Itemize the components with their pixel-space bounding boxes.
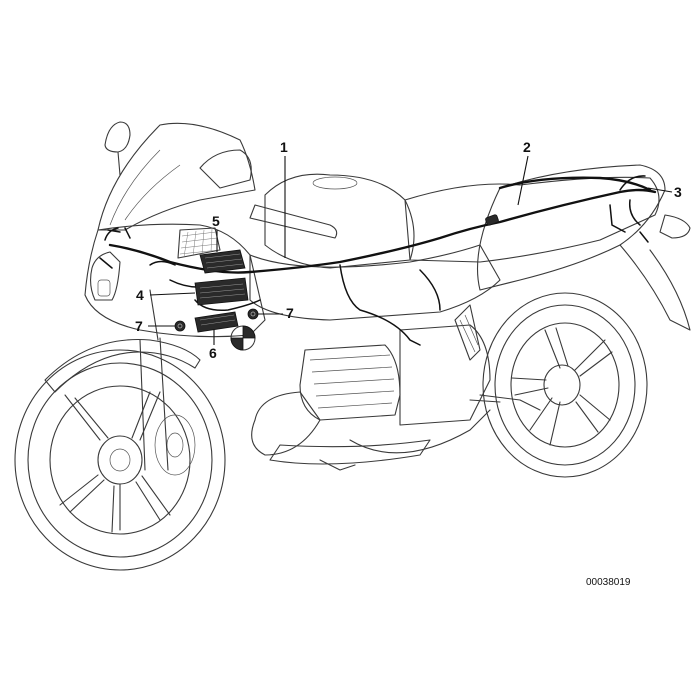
callout-7-right: 7 bbox=[258, 305, 294, 321]
callout-6: 6 bbox=[209, 330, 217, 361]
wiring-harness bbox=[99, 175, 657, 346]
engine bbox=[251, 304, 541, 465]
svg-text:5: 5 bbox=[212, 213, 220, 229]
reference-number: 00038019 bbox=[586, 577, 631, 588]
rear-wheel bbox=[482, 292, 648, 478]
front-wheel bbox=[14, 349, 226, 571]
callouts: 1 2 3 4 5 6 7 7 bbox=[135, 139, 682, 361]
boxer-badge-icon bbox=[230, 325, 256, 351]
svg-text:2: 2 bbox=[523, 139, 531, 155]
main-loom bbox=[108, 188, 657, 274]
svg-text:7: 7 bbox=[286, 305, 294, 321]
front-fender bbox=[44, 338, 201, 393]
part-7-grommet-left bbox=[174, 320, 186, 332]
part-7-grommet-right bbox=[247, 308, 259, 320]
seat bbox=[404, 176, 660, 263]
callout-3: 3 bbox=[647, 184, 682, 200]
headlight bbox=[89, 251, 121, 301]
windscreen bbox=[97, 122, 256, 231]
svg-text:1: 1 bbox=[280, 139, 288, 155]
svg-text:7: 7 bbox=[135, 318, 143, 334]
callout-5: 5 bbox=[212, 213, 220, 252]
tail-section bbox=[476, 164, 666, 291]
motorcycle-body bbox=[14, 121, 691, 571]
front-fairing bbox=[84, 223, 266, 338]
rear-hugger bbox=[619, 244, 691, 331]
mirror bbox=[104, 121, 131, 176]
callout-1: 1 bbox=[280, 139, 288, 258]
fairing-grill bbox=[177, 227, 221, 259]
svg-text:6: 6 bbox=[209, 345, 217, 361]
callout-2: 2 bbox=[517, 139, 531, 206]
part-4-fuse-box bbox=[194, 277, 249, 306]
tail-light bbox=[659, 214, 691, 239]
callout-4: 4 bbox=[136, 287, 196, 303]
fuel-cap bbox=[312, 176, 358, 190]
part-5-relay-box bbox=[199, 249, 246, 274]
handlebar bbox=[249, 204, 338, 239]
harness-connector bbox=[485, 214, 499, 226]
svg-text:3: 3 bbox=[674, 184, 682, 200]
svg-text:4: 4 bbox=[136, 287, 144, 303]
part-6-connector-block bbox=[194, 311, 239, 333]
fuel-tank bbox=[264, 173, 415, 269]
callout-7-left: 7 bbox=[135, 318, 175, 334]
front-fork bbox=[139, 289, 169, 471]
